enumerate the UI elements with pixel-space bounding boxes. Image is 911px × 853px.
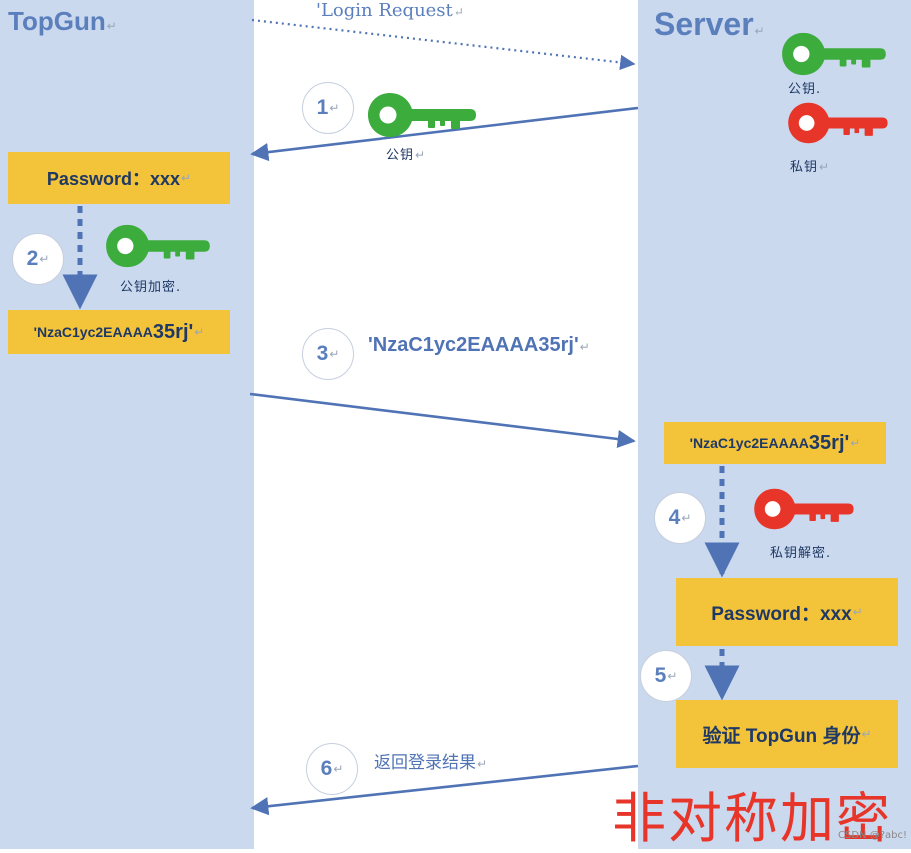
client-lane — [0, 0, 254, 849]
encrypt-label: 公钥加密. — [120, 280, 182, 295]
step1-public-key-label: 公钥↵ — [386, 148, 427, 163]
client-title: TopGun↵ — [8, 6, 117, 36]
server-private-key-label: 私钥↵ — [790, 160, 831, 175]
verify-box: 验证 TopGun 身份↵ — [676, 700, 898, 768]
server-private-key-icon — [788, 102, 888, 144]
step6-label: 返回登录结果↵ — [374, 753, 488, 773]
server-title: Server↵ — [654, 6, 765, 42]
watermark-title: 非对称加密 — [612, 787, 892, 850]
step6-arrow — [250, 764, 639, 816]
encrypt-public-key-icon — [106, 224, 210, 268]
step-3-badge: 3↵ — [302, 328, 354, 380]
step-1-badge: 1↵ — [302, 82, 354, 134]
step-5-badge: 5↵ — [640, 650, 692, 702]
step3-cipher-label: 'NzaC1yc2EAAAA35rj'↵ — [368, 334, 590, 356]
decrypt-private-key-icon — [754, 488, 854, 530]
step-4-badge: 4↵ — [654, 492, 706, 544]
server-public-key-label: 公钥. — [788, 82, 822, 97]
step3-arrow — [249, 392, 636, 449]
step1-arrow — [250, 106, 639, 162]
csdn-credit: CSDN @?abc! — [838, 830, 907, 841]
login-request-label: 'Login Request↵ — [316, 0, 464, 21]
client-password-box: Password：xxx↵ — [8, 152, 230, 204]
server-public-key-icon — [782, 32, 886, 76]
step-2-badge: 2↵ — [12, 233, 64, 285]
step-6-badge: 6↵ — [306, 743, 358, 795]
login-request-arrow — [251, 18, 636, 71]
server-password-box: Password：xxx↵ — [676, 578, 898, 646]
decrypt-label: 私钥解密. — [770, 546, 832, 561]
